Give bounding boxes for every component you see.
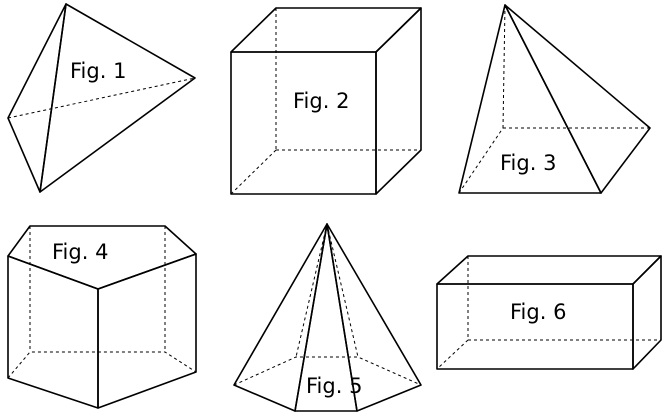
fig-4-label: Fig. 4 xyxy=(52,240,108,264)
fig-5-label: Fig. 5 xyxy=(306,374,362,398)
fig-2-label: Fig. 2 xyxy=(293,89,349,113)
fig-6-rectangular-prism: Fig. 6 xyxy=(436,255,662,370)
fig-4-pentagonal-prism: Fig. 4 xyxy=(7,225,197,409)
fig-3-label: Fig. 3 xyxy=(500,151,556,175)
fig-5-hexagonal-pyramid: Fig. 5 xyxy=(233,223,422,412)
fig-1-label: Fig. 1 xyxy=(70,59,126,83)
fig-6-label: Fig. 6 xyxy=(510,300,566,324)
fig-1-tetrahedron: Fig. 1 xyxy=(7,3,196,193)
fig-3-pyramid: Fig. 3 xyxy=(458,4,651,194)
fig-2-cube: Fig. 2 xyxy=(230,7,422,195)
